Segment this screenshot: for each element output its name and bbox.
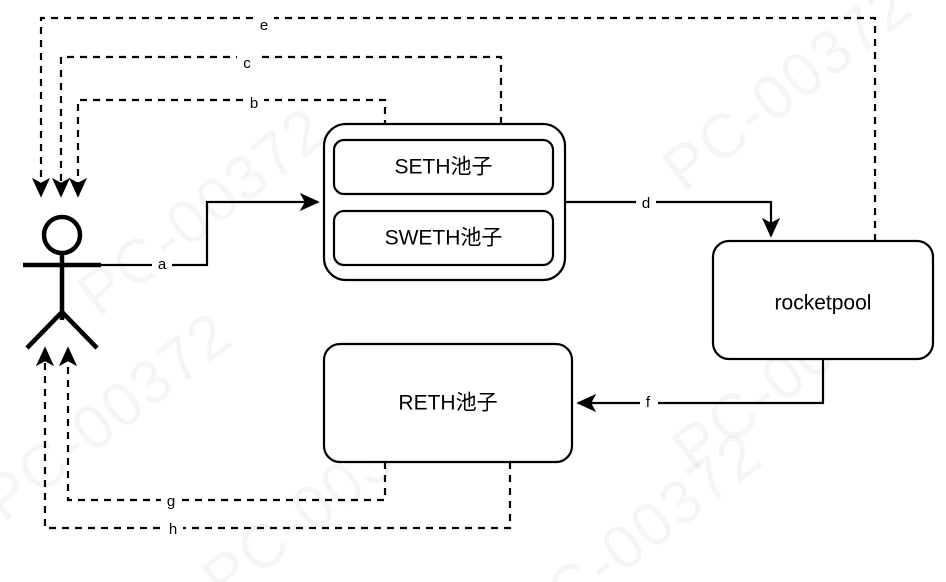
edge-label-a: a [158,256,167,273]
edge-e-path [31,16,877,241]
node-reth-pool-label: RETH池子 [398,392,497,415]
edge-g-path [58,346,387,502]
node-seth-pool[interactable]: SETH池子 [332,138,555,196]
node-sweth-pool-box[interactable] [332,209,555,267]
stick-figure-legs [25,308,99,350]
node-reth-pool[interactable]: RETH池子 [322,342,574,464]
edge-label-g: g [167,493,175,510]
edge-label-group: a b c d e f g h [152,15,658,539]
watermark-text: PC-00372 [650,0,925,205]
edge-label-e: e [260,17,268,34]
edge-a-path [85,192,320,267]
node-seth-pool-box[interactable] [332,138,555,196]
node-sweth-pool[interactable]: SWETH池子 [332,209,555,267]
node-reth-pool-box[interactable] [322,342,574,464]
edge-d-path [565,200,781,238]
stick-figure-head [41,214,83,256]
node-rocketpool-box[interactable] [711,239,935,361]
edge-f-path [576,359,825,413]
edge-c-path [51,55,503,198]
watermark-text: PC-00372 [65,94,340,330]
node-rocketpool[interactable]: rocketpool [711,239,935,361]
edge-label-h: h [169,521,177,538]
edge-label-b: b [250,95,258,112]
edge-label-d: d [642,195,650,212]
edge-b-path [68,98,387,198]
node-seth-pool-label: SETH池子 [394,156,492,179]
node-sweth-pool-label: SWETH池子 [385,227,503,250]
edge-label-c: c [243,55,251,72]
edge-label-f: f [646,394,651,411]
edge-h-path [35,346,512,530]
stick-figure-user[interactable] [23,214,101,350]
node-rocketpool-label: rocketpool [775,292,872,315]
